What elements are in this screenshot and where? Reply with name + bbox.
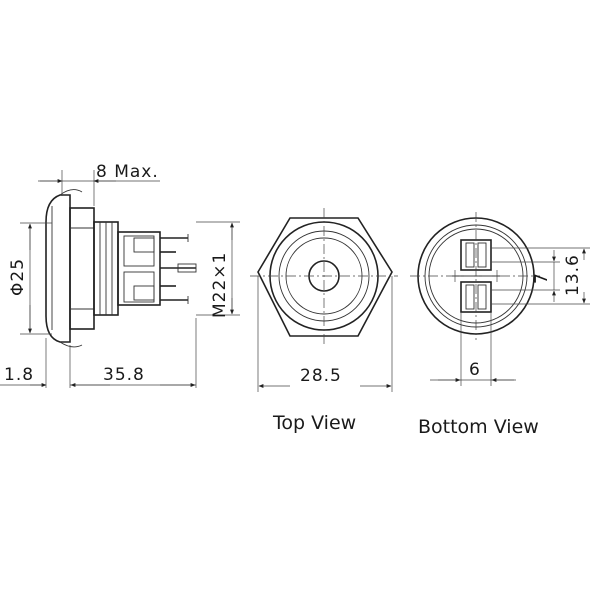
top-view: 28.5 Top View <box>250 208 398 434</box>
dim-terminal-gap-inner: 7 <box>532 272 552 284</box>
dim-diameter: Φ25 <box>8 258 28 296</box>
caption-bottom-view: Bottom View <box>418 416 539 438</box>
bottom-view: 7 13.6 6 Bottom View <box>410 212 590 438</box>
dim-flange: 1.8 <box>4 365 34 385</box>
dim-thread: M22×1 <box>210 252 230 318</box>
dim-max-length: 8 Max. <box>96 162 159 182</box>
caption-top-view: Top View <box>272 412 356 434</box>
dim-body-length: 35.8 <box>103 365 145 385</box>
dim-terminal-gap-outer: 13.6 <box>563 254 583 296</box>
dim-terminal-width: 6 <box>469 360 481 380</box>
side-view: 8 Max. Φ25 M22×1 1.8 35.8 <box>0 162 240 388</box>
dim-hex-width: 28.5 <box>300 366 342 386</box>
